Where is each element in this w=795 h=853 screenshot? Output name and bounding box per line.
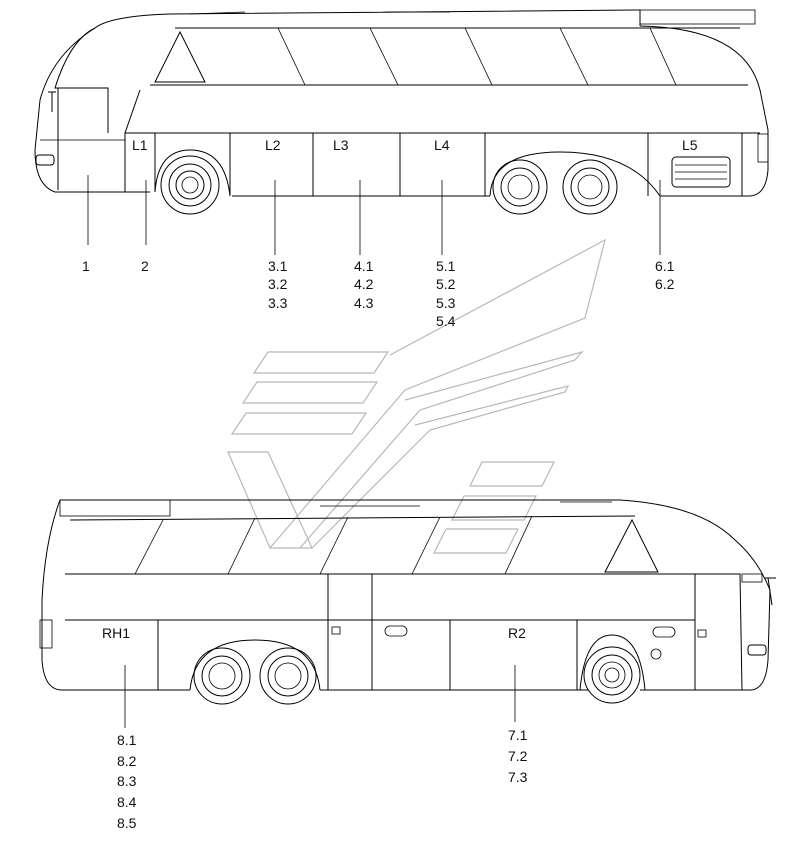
callout-8: 8.1 8.2 8.3 8.4 8.5 <box>117 732 137 831</box>
svg-text:1: 1 <box>82 258 90 274</box>
svg-text:5.3: 5.3 <box>436 295 456 311</box>
svg-text:8.1: 8.1 <box>117 732 137 748</box>
svg-text:6.2: 6.2 <box>655 276 675 292</box>
svg-text:7.3: 7.3 <box>508 769 528 785</box>
label-l1: L1 <box>132 137 148 153</box>
callout-2: 2 <box>141 258 149 274</box>
callout-7: 7.1 7.2 7.3 <box>508 727 528 785</box>
bus-left-side-icon <box>34 9 769 255</box>
svg-text:8.3: 8.3 <box>117 773 137 789</box>
label-rh1: RH1 <box>102 625 130 641</box>
svg-text:3.1: 3.1 <box>268 258 288 274</box>
svg-text:4.3: 4.3 <box>354 295 374 311</box>
svg-text:4.1: 4.1 <box>354 258 374 274</box>
svg-text:5.1: 5.1 <box>436 258 456 274</box>
label-l3: L3 <box>333 137 349 153</box>
watermark-logo-icon <box>227 238 606 554</box>
svg-text:5.2: 5.2 <box>436 276 456 292</box>
label-l4: L4 <box>434 137 450 153</box>
label-l5: L5 <box>682 137 698 153</box>
label-r2: R2 <box>508 625 526 641</box>
callout-4: 4.1 4.2 4.3 <box>354 258 374 311</box>
svg-text:3.3: 3.3 <box>268 295 288 311</box>
svg-text:4.2: 4.2 <box>354 276 374 292</box>
callout-3: 3.1 3.2 3.3 <box>268 258 288 311</box>
callout-6: 6.1 6.2 <box>655 258 675 292</box>
svg-text:8.5: 8.5 <box>117 815 137 831</box>
svg-text:7.2: 7.2 <box>508 748 528 764</box>
callout-1: 1 <box>82 258 90 274</box>
bus-right-side-icon <box>39 499 776 728</box>
svg-text:8.4: 8.4 <box>117 794 137 810</box>
svg-text:2: 2 <box>141 258 149 274</box>
svg-text:7.1: 7.1 <box>508 727 528 743</box>
svg-text:3.2: 3.2 <box>268 276 288 292</box>
callout-5: 5.1 5.2 5.3 5.4 <box>436 258 456 329</box>
svg-text:8.2: 8.2 <box>117 753 137 769</box>
label-l2: L2 <box>265 137 281 153</box>
svg-text:5.4: 5.4 <box>436 313 456 329</box>
svg-text:6.1: 6.1 <box>655 258 675 274</box>
